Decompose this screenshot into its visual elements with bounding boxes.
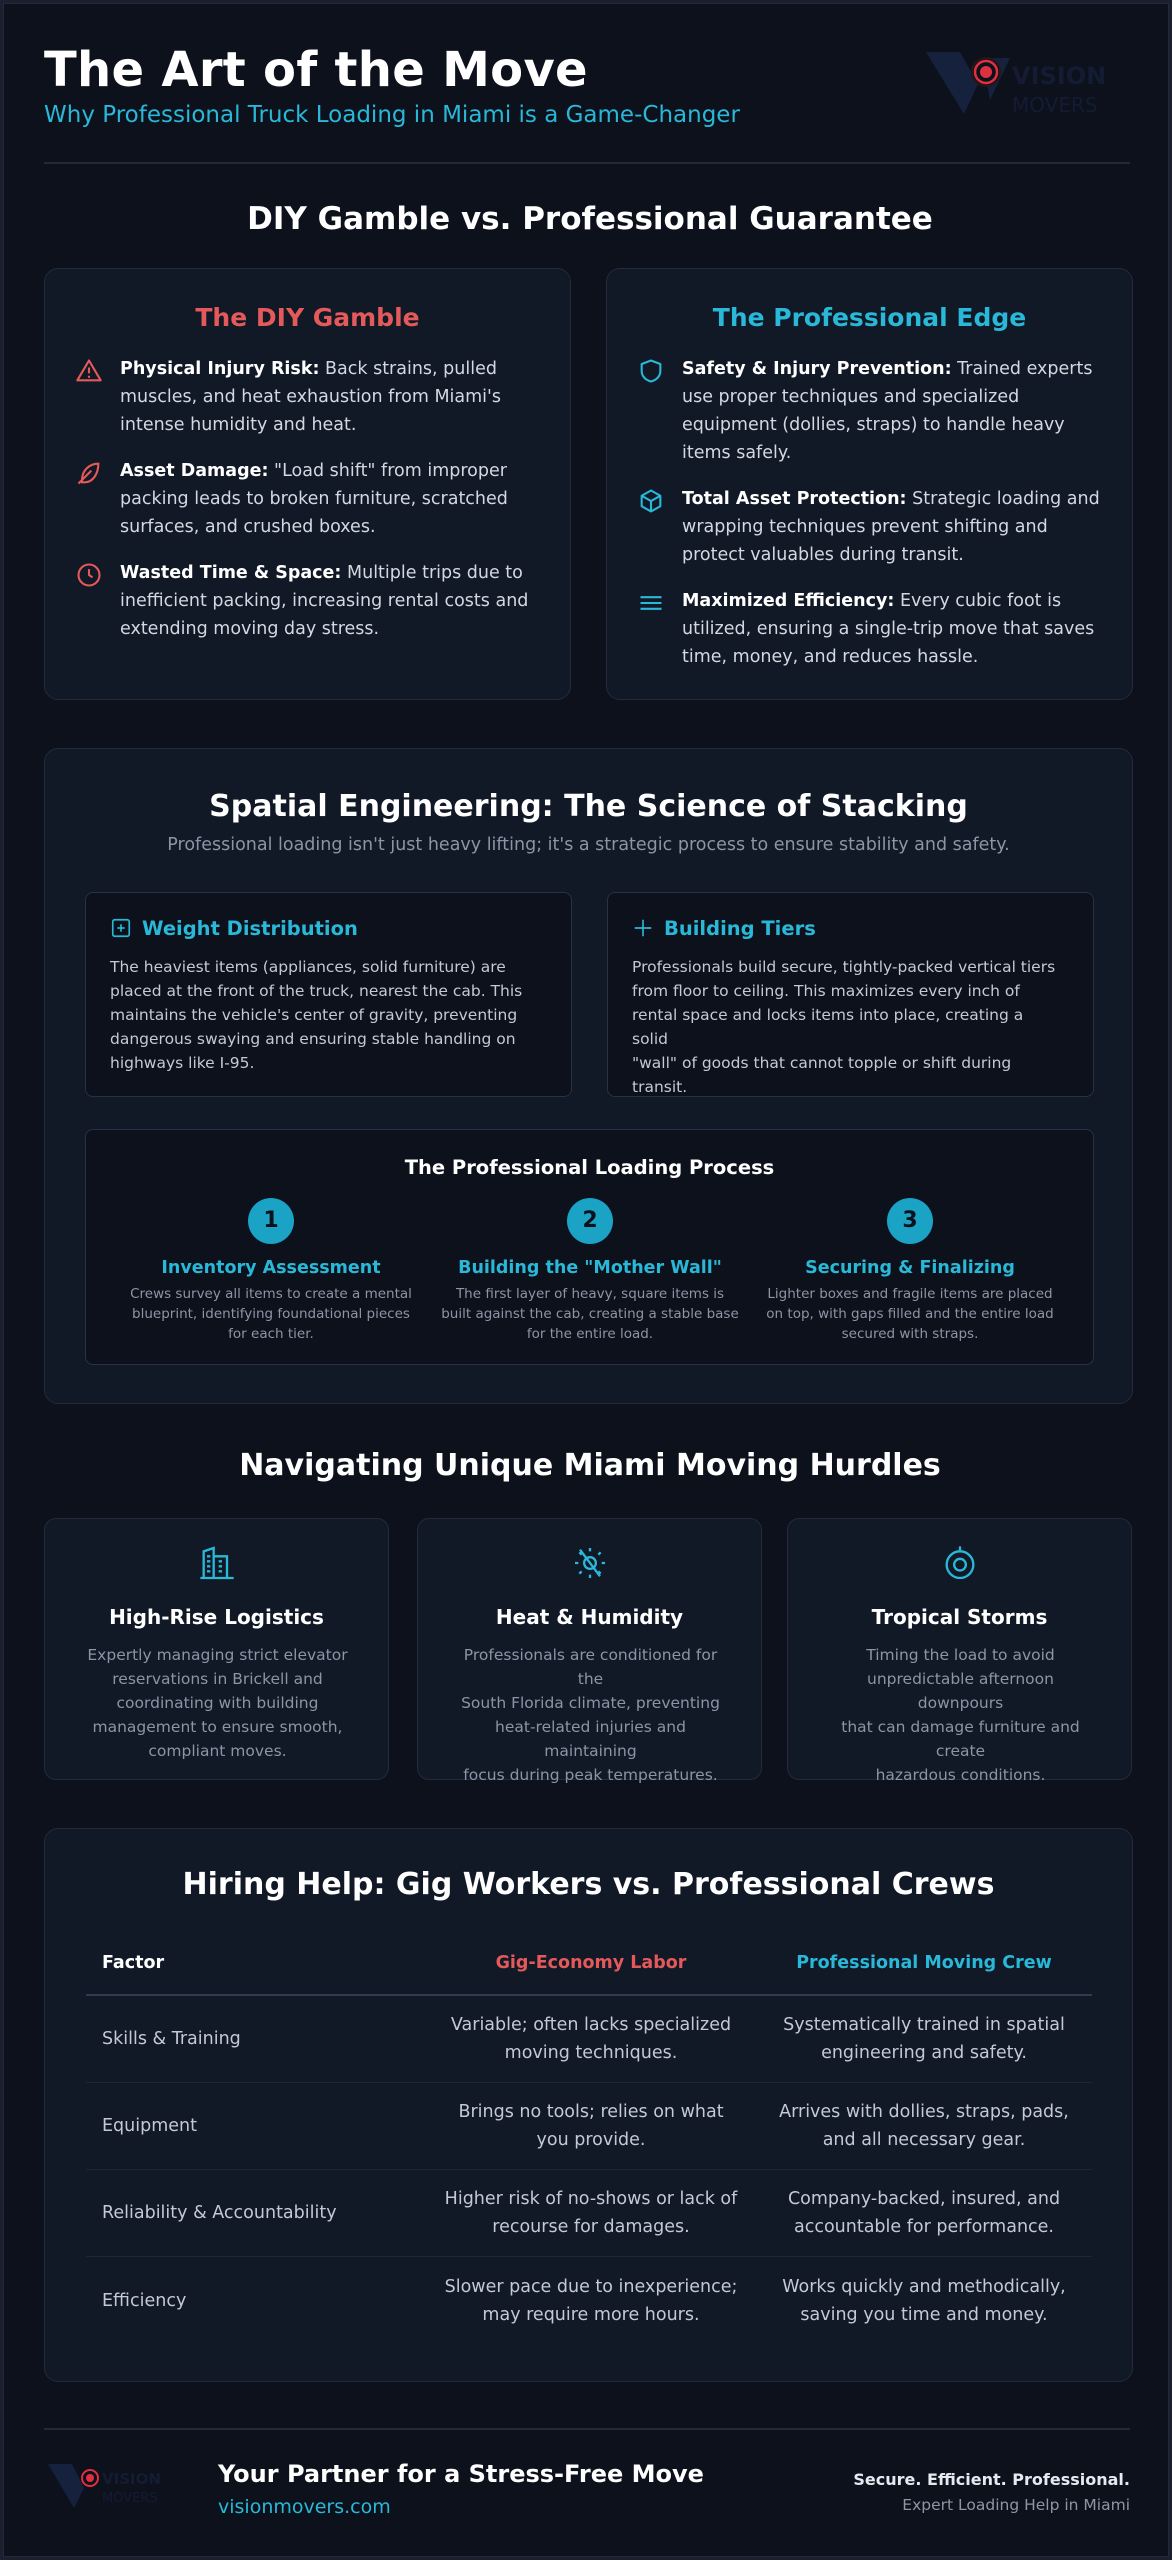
spatial-subtitle: Professional loading isn't just heavy li… [167, 835, 1010, 855]
diy-item-text: Asset Damage: "Load shift" from improper… [120, 461, 508, 537]
pro-item-text: Maximized Efficiency: Every cubic foot i… [682, 591, 1095, 667]
hurdle-card: High-Rise Logistics Expertly managing st… [44, 1518, 389, 1780]
cell-factor: Equipment [102, 2116, 197, 2136]
spatial-section: Spatial Engineering: The Science of Stac… [44, 748, 1133, 1404]
table-row: Equipment Brings no tools; relies on wha… [86, 2083, 1092, 2170]
table-row: Reliability & Accountability Higher risk… [86, 2170, 1092, 2257]
cell-factor: Reliability & Accountability [102, 2203, 337, 2223]
brand-logo: VISION MOVERS [920, 44, 1130, 124]
cell-factor: Efficiency [102, 2290, 187, 2311]
cell-gig: Slower pace due to inexperience;may requ… [444, 2276, 738, 2325]
diy-item-text: Wasted Time & Space: Multiple trips due … [120, 563, 529, 639]
cell-pro: Arrives with dollies, straps, pads,and a… [779, 2102, 1069, 2150]
step-desc: The first layer of heavy, square items i… [441, 1286, 739, 1342]
diy-heading: The DIY Gamble [195, 303, 420, 332]
footer-website-link[interactable]: visionmovers.com [218, 2496, 391, 2518]
step-number: 1 [248, 1198, 294, 1244]
page-subtitle: Why Professional Truck Loading in Miami … [44, 102, 740, 128]
page-title: The Art of the Move [44, 42, 588, 98]
table-header-row: Factor Gig-Economy Labor Professional Mo… [86, 1932, 1092, 1996]
diy-item-text: Physical Injury Risk: Back strains, pull… [120, 359, 501, 435]
pro-card: The Professional Edge Safety & Injury Pr… [606, 268, 1133, 700]
sun-off-icon [575, 1548, 605, 1578]
pro-item-text: Safety & Injury Prevention: Trained expe… [682, 359, 1093, 463]
footer-title: Your Partner for a Stress-Free Move [218, 2460, 704, 2488]
infographic-frame: The Art of the Move Why Professional Tru… [3, 3, 1169, 2557]
building-icon [200, 1546, 234, 1580]
footer-logo-subname: MOVERS [102, 2491, 158, 2506]
table-row: Efficiency Slower pace due to inexperien… [86, 2257, 1092, 2344]
step-number: 2 [567, 1198, 613, 1244]
lines-icon [640, 596, 662, 610]
box-icon [640, 489, 662, 513]
process-step: 2 Building the "Mother Wall" The first l… [440, 1198, 740, 1344]
hurdles-title: Navigating Unique Miami Moving Hurdles [239, 1448, 941, 1483]
header-gig: Gig-Economy Labor [495, 1953, 687, 1973]
comparison-title: DIY Gamble vs. Professional Guarantee [247, 201, 933, 237]
process-step: 3 Securing & Finalizing Lighter boxes an… [760, 1198, 1060, 1344]
hurdle-title: High-Rise Logistics [109, 1605, 324, 1629]
process-step: 1 Inventory Assessment Crews survey all … [121, 1198, 421, 1344]
footer: VISION MOVERS Your Partner for a Stress-… [44, 2428, 1130, 2528]
tiers-text: Professionals build secure, tightly-pack… [632, 958, 1056, 1096]
warning-triangle-icon [76, 359, 102, 382]
hurdle-card: Heat & Humidity Professionals are condit… [417, 1518, 762, 1784]
footer-logo-icon: VISION MOVERS [48, 2464, 161, 2508]
step-title: Inventory Assessment [161, 1258, 381, 1278]
hurdle-title: Tropical Storms [871, 1605, 1048, 1629]
hiring-section: Hiring Help: Gig Workers vs. Professiona… [44, 1828, 1133, 2382]
step-desc: Crews survey all items to create a menta… [130, 1286, 412, 1342]
footer-logo-name: VISION [102, 2470, 161, 2488]
header-pro: Professional Moving Crew [796, 1953, 1052, 1973]
pro-item-text: Total Asset Protection: Strategic loadin… [682, 489, 1100, 565]
header: The Art of the Move Why Professional Tru… [44, 40, 1130, 164]
feather-icon [77, 462, 100, 485]
storm-icon [945, 1546, 975, 1580]
footer-tagline: Secure. Efficient. Professional. [853, 2470, 1130, 2489]
plus-square-icon [111, 918, 131, 938]
step-desc: Lighter boxes and fragile items are plac… [766, 1286, 1054, 1342]
header-factor: Factor [102, 1953, 165, 1973]
pro-heading: The Professional Edge [712, 303, 1027, 332]
step-title: Building the "Mother Wall" [458, 1258, 722, 1278]
weight-text: The heaviest items (appliances, solid fu… [110, 958, 523, 1072]
step-number: 3 [887, 1198, 933, 1244]
weight-heading: Weight Distribution [110, 917, 358, 940]
step-title: Securing & Finalizing [805, 1258, 1015, 1278]
clock-icon [77, 563, 101, 587]
hurdle-title: Heat & Humidity [495, 1605, 684, 1629]
plus-icon [634, 919, 652, 937]
weight-distribution-card: Weight Distribution The heaviest items (… [85, 892, 572, 1097]
process-title: The Professional Loading Process [404, 1156, 775, 1179]
cell-factor: Skills & Training [102, 2029, 241, 2049]
diy-card: The DIY Gamble Physical Injury Risk: Bac… [44, 268, 571, 700]
shield-icon [640, 359, 662, 383]
building-tiers-card: Building Tiers Professionals build secur… [607, 892, 1094, 1097]
spatial-title: Spatial Engineering: The Science of Stac… [209, 789, 968, 824]
eye-logo-icon: VISION MOVERS [926, 52, 1106, 117]
hiring-title: Hiring Help: Gig Workers vs. Professiona… [182, 1867, 995, 1902]
loading-process-card: The Professional Loading Process 1 Inven… [85, 1129, 1094, 1365]
tiers-heading: Building Tiers [632, 917, 816, 940]
logo-name: VISION [1012, 62, 1106, 90]
footer-subtag: Expert Loading Help in Miami [902, 2496, 1130, 2514]
cell-pro: Works quickly and methodically,saving yo… [782, 2276, 1066, 2325]
table-row: Skills & Training Variable; often lacks … [86, 1996, 1092, 2083]
logo-subname: MOVERS [1012, 93, 1098, 117]
hurdle-card: Tropical Storms Timing the load to avoid… [787, 1518, 1132, 1784]
